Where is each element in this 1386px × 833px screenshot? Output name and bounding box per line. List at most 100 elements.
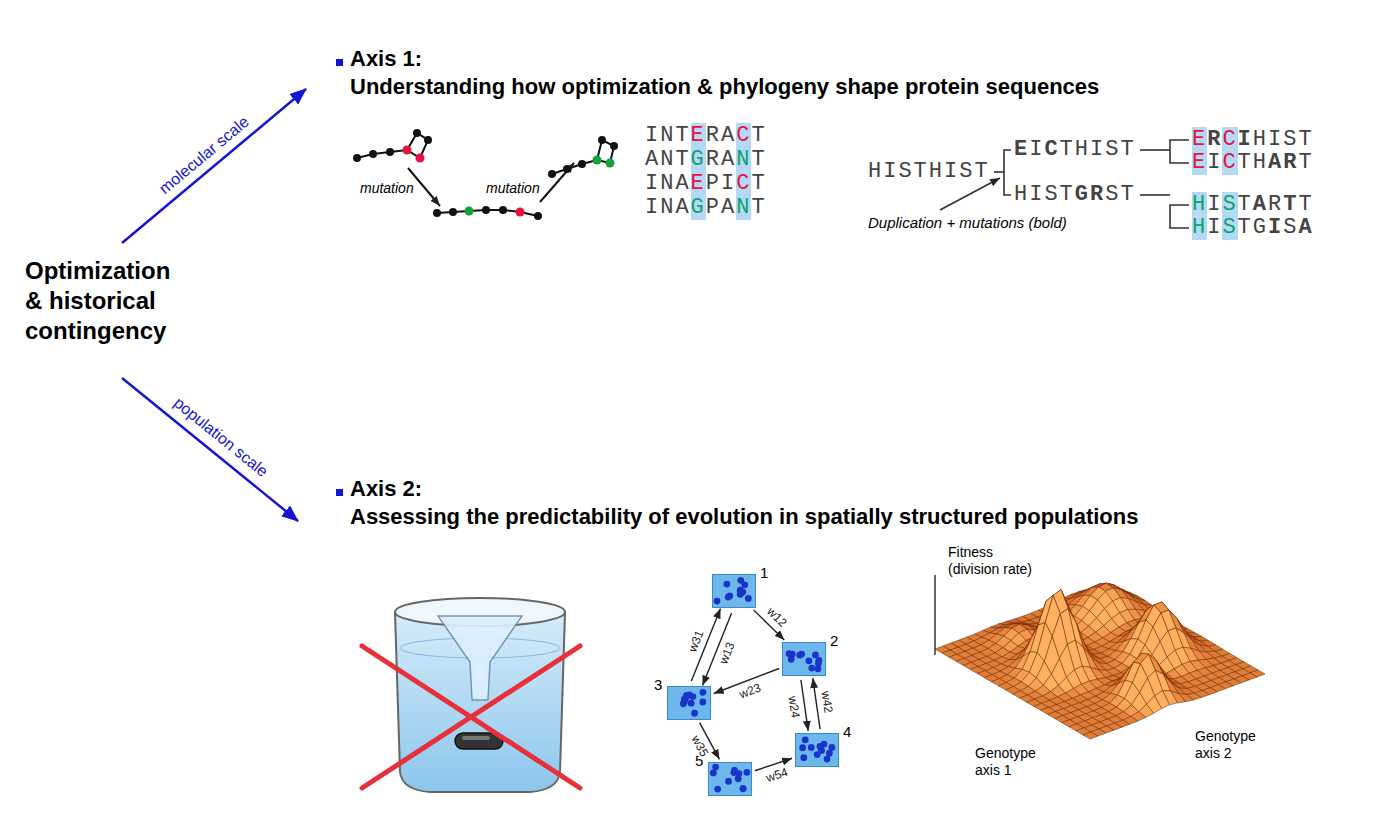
sequence-letter: I bbox=[645, 123, 660, 148]
residue-dots bbox=[610, 142, 618, 150]
population-patch: 1 bbox=[712, 574, 756, 608]
cell-dot bbox=[723, 581, 730, 588]
axis-title: Assessing the predictability of evolutio… bbox=[350, 504, 1138, 530]
sequence-letter: A bbox=[1253, 192, 1268, 217]
sequence-letter: S bbox=[1105, 137, 1120, 162]
tree-sequence: HISTGISA bbox=[1192, 216, 1314, 240]
rate-label: w13 bbox=[717, 640, 737, 667]
cell-dot bbox=[805, 657, 812, 664]
fitness-axis bbox=[934, 575, 936, 655]
residue-dots bbox=[403, 146, 412, 155]
residue-dots bbox=[534, 212, 542, 220]
sequence-letter: T bbox=[1238, 150, 1253, 175]
sequence-letter: T bbox=[1120, 137, 1135, 162]
residue-dots bbox=[413, 129, 421, 137]
residue-dots bbox=[578, 160, 586, 168]
sequence-letter: H bbox=[1192, 192, 1207, 217]
sequence-letter: I bbox=[1029, 182, 1044, 207]
tree-annotation: Duplication + mutations (bold) bbox=[868, 214, 1067, 232]
sequence-letter: I bbox=[1268, 127, 1283, 152]
cell-dot bbox=[800, 754, 807, 761]
sequence-letter: T bbox=[914, 159, 929, 184]
sequence-letter: S bbox=[1044, 182, 1059, 207]
cell-dot bbox=[740, 785, 747, 792]
sequence-letter: T bbox=[751, 171, 766, 196]
population-patch: 5 bbox=[708, 762, 752, 796]
tree-sequence: HISTGRST bbox=[1014, 183, 1136, 207]
axis-title: Understanding how optimization & phyloge… bbox=[350, 74, 1099, 100]
main-topic: Optimization & historical contingency bbox=[25, 256, 190, 346]
sequence-letter: I bbox=[1207, 150, 1222, 175]
phylogeny-tree bbox=[1004, 150, 1011, 195]
sequence-letter: A bbox=[675, 171, 690, 196]
sequence-letter: T bbox=[1298, 127, 1313, 152]
population-patch: 4 bbox=[795, 733, 839, 767]
cell-dot bbox=[743, 769, 750, 776]
mutation-label: mutation bbox=[486, 180, 540, 197]
phylogeny-tree bbox=[1170, 140, 1189, 163]
bullets bbox=[336, 59, 343, 66]
sequence-letter: T bbox=[751, 195, 766, 220]
sequence-letter: I bbox=[1207, 192, 1222, 217]
sequence-letter: T bbox=[1298, 150, 1313, 175]
sequence-letter: S bbox=[1222, 192, 1237, 217]
tree-sequence: EICTHART bbox=[1192, 151, 1314, 175]
sequence-letter: R bbox=[1090, 182, 1105, 207]
sequence-letter: E bbox=[691, 171, 706, 196]
cell-dot bbox=[712, 764, 719, 771]
sequence-letter: H bbox=[1192, 215, 1207, 240]
sequence-letter: S bbox=[1222, 215, 1237, 240]
patch-number: 1 bbox=[760, 565, 768, 580]
sequence-letter: S bbox=[1283, 215, 1298, 240]
sequence-letter: A bbox=[1298, 215, 1313, 240]
scale-label: population scale bbox=[170, 393, 272, 481]
residue-dots bbox=[563, 165, 571, 173]
phylogeny-tree bbox=[1170, 205, 1189, 228]
sequence-letter: H bbox=[1253, 127, 1268, 152]
sequence-letter: T bbox=[1238, 215, 1253, 240]
cell-dot bbox=[815, 657, 822, 664]
cell-dots bbox=[712, 574, 756, 608]
aligned-sequence: INTERACT bbox=[645, 124, 767, 148]
rate-label: w31 bbox=[686, 627, 706, 654]
residue-dots bbox=[433, 209, 441, 217]
red-cross bbox=[362, 646, 580, 788]
sequence-letter: S bbox=[1105, 182, 1120, 207]
cell-dot bbox=[699, 699, 706, 706]
tree-sequence: HISTARTT bbox=[1192, 193, 1314, 217]
sequence-letter: C bbox=[736, 123, 751, 148]
cell-dots bbox=[795, 733, 839, 767]
aligned-sequence: INAEPICT bbox=[645, 172, 767, 196]
sequence-letter: I bbox=[1268, 215, 1283, 240]
red-cross bbox=[362, 646, 580, 788]
residue-dots bbox=[424, 136, 432, 144]
tree-sequence: EICTHIST bbox=[1014, 138, 1136, 162]
residue-dots bbox=[482, 206, 490, 214]
cell-dot bbox=[725, 778, 732, 785]
axis-label: Genotype axis 1 bbox=[975, 745, 1050, 779]
phylogeny-tree bbox=[1140, 149, 1170, 151]
cell-dot bbox=[740, 785, 747, 792]
sequence-letter: I bbox=[645, 171, 660, 196]
axis-label: Fitness (division rate) bbox=[948, 544, 1044, 578]
patch-number: 2 bbox=[830, 633, 838, 648]
rate-label: w12 bbox=[764, 604, 790, 629]
rate-label: w35 bbox=[689, 733, 711, 760]
cell-dot bbox=[691, 710, 698, 717]
sequence-letter: R bbox=[706, 147, 721, 172]
sequence-letter: C bbox=[1044, 137, 1059, 162]
residue-dots bbox=[353, 129, 618, 220]
sequence-letter: T bbox=[751, 123, 766, 148]
residue-dots bbox=[606, 159, 615, 168]
sequence-letter: T bbox=[1060, 137, 1075, 162]
sequence-letter: R bbox=[1268, 192, 1283, 217]
axis-label: Genotype axis 2 bbox=[1195, 728, 1270, 762]
aligned-sequence: INAGPANT bbox=[645, 196, 767, 220]
sequence-letter: T bbox=[751, 147, 766, 172]
rate-label: w23 bbox=[737, 681, 764, 701]
sequence-letter: I bbox=[1029, 137, 1044, 162]
cell-dot bbox=[737, 587, 744, 594]
cell-dot bbox=[808, 744, 815, 751]
cell-dot bbox=[688, 700, 695, 707]
rate-label: w42 bbox=[820, 689, 835, 714]
